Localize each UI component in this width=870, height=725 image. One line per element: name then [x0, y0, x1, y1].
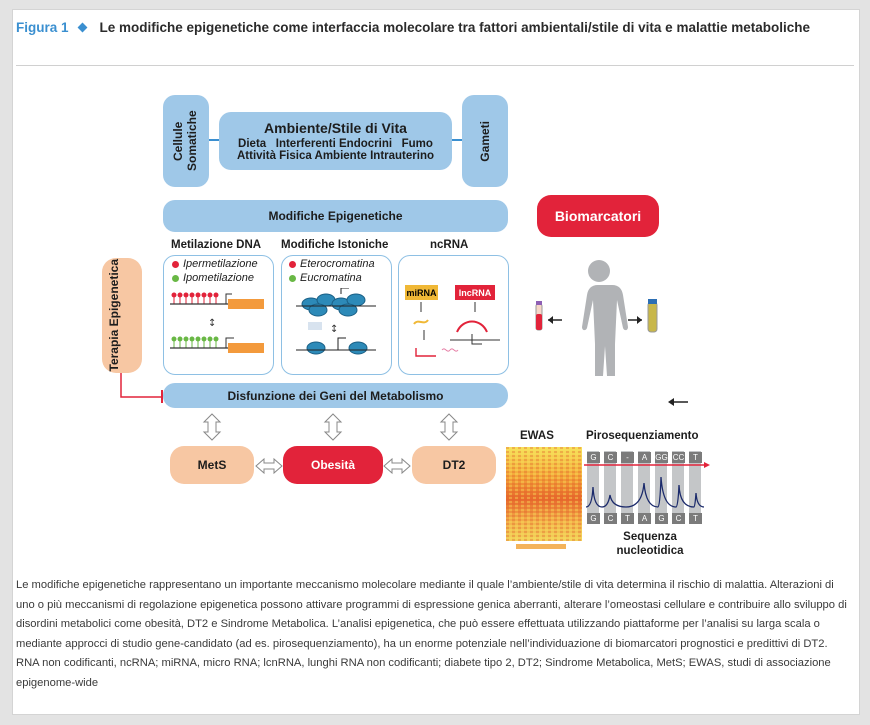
- bottom-seq-0: G: [587, 513, 600, 524]
- svg-text:↕: ↕: [330, 324, 338, 335]
- dna-methylation-graphic: ↕: [170, 292, 264, 353]
- therapy-pill: Terapia Epigenetica: [102, 258, 142, 373]
- sequence-label: Sequenza nucleotidica: [616, 531, 684, 557]
- svg-text:↕: ↕: [208, 318, 216, 329]
- heterochromatin-legend: Eterocromatina: [289, 258, 375, 270]
- horizontal-double-arrows: [255, 457, 411, 475]
- connector-right: [452, 139, 462, 141]
- dna-methylation-heading: Metilazione DNA: [171, 239, 262, 251]
- biomarkers-label: Biomarcatori: [554, 208, 642, 224]
- histone-mods-heading: Modifiche Istoniche: [281, 239, 389, 251]
- obesity-label: Obesità: [310, 458, 355, 472]
- hypermethylation-label: Ipermetilazione: [183, 258, 258, 270]
- top-seq-2: -: [621, 452, 634, 463]
- bottom-seq-2: T: [621, 513, 634, 524]
- top-seq-4: GG: [655, 452, 668, 463]
- top-seq-0: G: [587, 452, 600, 463]
- diamond-icon: [77, 22, 87, 33]
- pyroseq-label: Pirosequenziamento: [586, 430, 699, 442]
- euchromatin-legend: Eucromatina: [289, 272, 362, 284]
- top-seq-5: CC: [672, 452, 685, 463]
- gametes-label: Gameti: [478, 120, 492, 162]
- double-arrows: [202, 413, 459, 441]
- dysfunction-pill: Disfunzione dei Geni del Metabolismo: [163, 383, 508, 408]
- title-divider: [16, 65, 854, 66]
- euchromatin-label: Eucromatina: [300, 272, 362, 284]
- green-dot-icon: [289, 274, 296, 282]
- red-dot-icon: [172, 260, 179, 268]
- arrow-left-icon: [668, 398, 688, 406]
- biomarkers-pill: Biomarcatori: [537, 195, 659, 237]
- ncrna-graphic: [413, 302, 500, 357]
- ewas-heatmap: [506, 447, 582, 549]
- heterochromatin-label: Eterocromatina: [300, 258, 375, 270]
- histone-graphic: ↕: [296, 288, 376, 355]
- epigenetic-mods-label: Modifiche Epigenetiche: [268, 209, 403, 223]
- figure-title: Le modifiche epigenetiche come interfacc…: [99, 20, 810, 35]
- gametes-pill: Gameti: [462, 95, 508, 187]
- somatic-cells-label: Cellule Somatiche: [171, 110, 199, 172]
- hypomethylation-label: Ipometilazione: [183, 272, 254, 284]
- dysfunction-label: Disfunzione dei Geni del Metabolismo: [227, 388, 444, 403]
- histone-mods-box: [281, 255, 392, 375]
- dna-methylation-box: [163, 255, 274, 375]
- environment-title: Ambiente/Stile di Vita: [264, 120, 407, 136]
- hypermethylation-legend: Ipermetilazione: [172, 258, 258, 270]
- green-dot-icon: [172, 274, 179, 282]
- connector-left: [209, 139, 219, 141]
- environment-line-1: Dieta Interferenti Endocrini Fumo: [238, 138, 433, 150]
- bottom-seq-5: C: [672, 513, 685, 524]
- mets-pill: MetS: [170, 446, 254, 484]
- mirna-label: miRNA: [406, 287, 437, 298]
- environment-line-2: Attività Fisica Ambiente Intrauterino: [236, 150, 435, 162]
- obesity-pill: Obesità: [283, 446, 383, 484]
- ncrna-heading: ncRNA: [430, 239, 469, 251]
- ewas-label: EWAS: [520, 430, 554, 442]
- dt2-pill: DT2: [412, 446, 496, 484]
- lncrna-label: lncRNA: [458, 287, 492, 298]
- bottom-seq-4: G: [655, 513, 668, 524]
- top-seq-6: T: [689, 452, 702, 463]
- figure-label: Figura 1: [16, 20, 69, 35]
- environment-pill: Ambiente/Stile di Vita Dieta Interferent…: [219, 112, 452, 170]
- pyroseq-graphic: [584, 451, 710, 521]
- bottom-seq-6: T: [689, 513, 702, 524]
- lncrna-box: lncRNA: [455, 285, 495, 300]
- human-figure-graphic: [535, 260, 658, 376]
- mets-label: MetS: [197, 458, 227, 472]
- red-dot-icon: [289, 260, 296, 268]
- top-seq-1: C: [604, 452, 617, 463]
- top-seq-3: A: [638, 452, 651, 463]
- bottom-seq-3: A: [638, 513, 651, 524]
- hypomethylation-legend: Ipometilazione: [172, 272, 254, 284]
- bottom-seq-1: C: [604, 513, 617, 524]
- figure-title-row: Figura 1 Le modifiche epigenetiche come i…: [16, 18, 836, 38]
- somatic-cells-pill: Cellule Somatiche: [163, 95, 209, 187]
- figure-caption: Le modifiche epigenetiche rappresentano …: [16, 579, 847, 689]
- mirna-box: miRNA: [405, 285, 438, 300]
- epigenetic-mods-pill: Modifiche Epigenetiche: [163, 200, 508, 232]
- dt2-label: DT2: [442, 458, 466, 472]
- therapy-label: Terapia Epigenetica: [107, 259, 121, 372]
- therapy-inhibition-line: [120, 373, 163, 403]
